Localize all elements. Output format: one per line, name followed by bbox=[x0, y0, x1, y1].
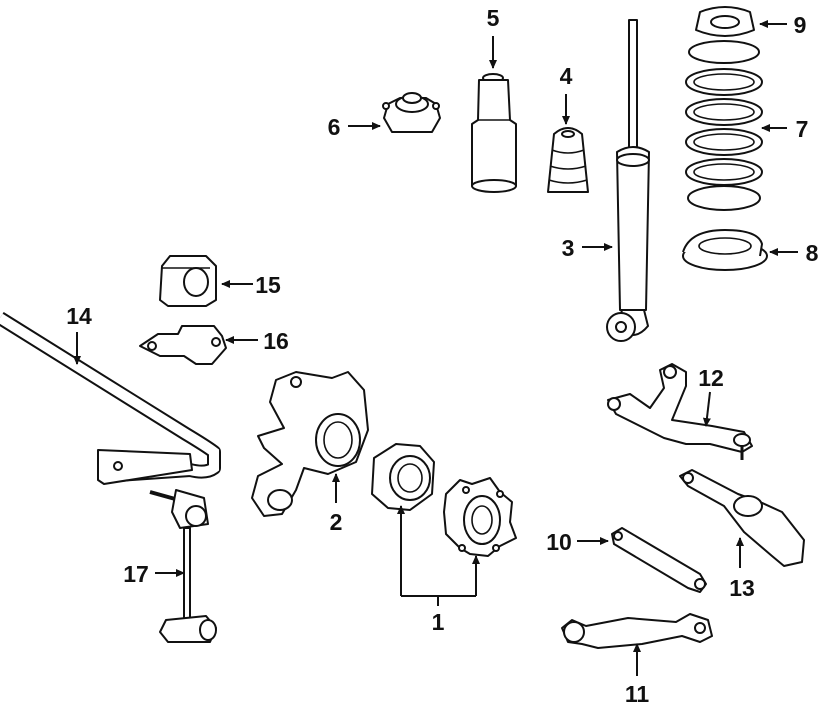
upper-spring-seat-part bbox=[695, 6, 755, 37]
callout-14: 14 bbox=[66, 303, 92, 329]
bushing-bracket-part bbox=[139, 325, 227, 365]
upper-control-arm-part bbox=[607, 363, 753, 460]
callout-6: 6 bbox=[328, 114, 341, 140]
stabilizer-link-part bbox=[149, 489, 217, 643]
callout-1: 1 bbox=[432, 609, 445, 635]
callout-7: 7 bbox=[796, 116, 809, 142]
knuckle-part bbox=[251, 371, 369, 517]
shock-boot-part bbox=[471, 73, 517, 193]
shock-absorber-part bbox=[606, 19, 650, 342]
callout-16: 16 bbox=[263, 328, 289, 354]
strut-mount-part bbox=[382, 92, 441, 133]
callout-13: 13 bbox=[729, 575, 755, 601]
callout-3: 3 bbox=[562, 235, 575, 261]
callout-labels: 1 2 3 4 5 6 7 8 9 10 11 12 13 14 15 16 1… bbox=[66, 5, 818, 707]
callout-8: 8 bbox=[806, 240, 819, 266]
callout-11: 11 bbox=[625, 681, 650, 707]
coil-spring-part bbox=[685, 40, 763, 211]
lateral-link-part bbox=[561, 613, 713, 649]
bump-stop-part bbox=[547, 127, 589, 193]
stabilizer-bushing-part bbox=[159, 255, 217, 307]
callout-9: 9 bbox=[794, 12, 807, 38]
trailing-link-part bbox=[611, 527, 707, 593]
callout-2: 2 bbox=[330, 509, 343, 535]
hub-bearing-part bbox=[371, 443, 435, 511]
callout-5: 5 bbox=[487, 5, 500, 31]
stabilizer-bar-part bbox=[0, 312, 221, 485]
callout-10: 10 bbox=[546, 529, 572, 555]
lower-spring-insulator-part bbox=[682, 229, 768, 271]
leader-lines bbox=[73, 20, 798, 676]
lower-control-arm-part bbox=[679, 469, 805, 567]
callout-4: 4 bbox=[560, 63, 573, 89]
callout-12: 12 bbox=[698, 365, 724, 391]
callout-17: 17 bbox=[123, 561, 149, 587]
callout-15: 15 bbox=[255, 272, 281, 298]
wheel-hub-part bbox=[443, 477, 517, 557]
